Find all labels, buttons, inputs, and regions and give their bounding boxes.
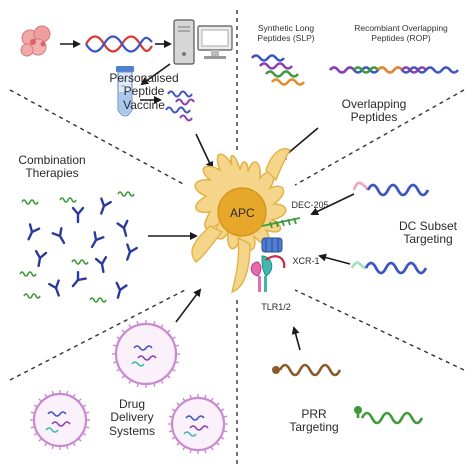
antibody-icon xyxy=(100,197,112,215)
antibody-icon xyxy=(51,227,66,245)
antibody-icon xyxy=(115,281,128,299)
arrow-prr-to-tlr xyxy=(291,326,301,351)
label-rop: Recombiant Overlapping Peptides (ROP) xyxy=(354,23,448,43)
antibody-icon xyxy=(27,223,41,241)
arrow-vaccine-to-apc xyxy=(195,133,214,170)
nanoparticles xyxy=(30,320,228,454)
peptide-squiggle-icon xyxy=(71,259,89,265)
arrow-drug-delivery-to-apc xyxy=(175,288,202,323)
antibody-icon xyxy=(34,250,48,268)
label-prr-targeting: PRR Targeting xyxy=(289,407,339,435)
arrow-dc-to-xcr1 xyxy=(318,253,351,265)
arrow-dc-to-dec205 xyxy=(310,193,355,216)
apc-nucleus xyxy=(217,187,267,237)
nanoparticle-icon xyxy=(112,320,180,388)
apc-cell xyxy=(191,148,291,294)
nanoparticle-icon xyxy=(168,394,228,454)
peptide-squiggle-icon xyxy=(89,297,107,303)
label-apc: APC xyxy=(230,206,255,220)
peptide-squiggle-icon xyxy=(117,191,135,197)
peptide-squiggle-icon xyxy=(19,271,37,277)
peptide-squiggle-icon xyxy=(21,199,39,205)
prr-peptides xyxy=(272,363,424,425)
arrow-computer-to-tube xyxy=(140,63,171,86)
label-tlr: TLR1/2 xyxy=(261,302,291,312)
label-drug-delivery-systems: Drug Delivery Systems xyxy=(108,397,155,438)
label-combination-therapies: Combination Therapies xyxy=(18,153,86,181)
label-personalised-peptide-vaccine: Personalised Peptide Vaccine xyxy=(109,71,179,112)
rop-peptides xyxy=(328,66,460,74)
peptide-squiggle-icon xyxy=(23,293,41,299)
label-dc-subset-targeting: DC Subset Targeting xyxy=(398,219,458,247)
antibody-icon xyxy=(71,270,87,288)
tumor-cells-icon xyxy=(20,25,51,57)
label-slp: Synthetic Long Peptides (SLP) xyxy=(257,23,315,43)
label-xcr1: XCR-1 xyxy=(292,256,320,266)
slp-peptides xyxy=(250,54,306,86)
antibody-icon xyxy=(94,256,108,274)
combination-items xyxy=(19,191,138,303)
peptide-squiggle-icon xyxy=(59,197,77,203)
xcr1-receptor-icon xyxy=(261,237,283,253)
dec205-receptor-icon xyxy=(261,217,301,229)
antibody-icon xyxy=(126,243,138,261)
dc-targeting-peptides xyxy=(350,181,430,275)
section-dividers xyxy=(9,10,465,468)
antibody-icon xyxy=(48,279,60,297)
computer-icon xyxy=(173,19,233,65)
label-dec205: DEC-205 xyxy=(291,200,329,210)
dna-icon xyxy=(85,35,153,53)
label-overlapping-peptides: Overlapping Peptides xyxy=(341,97,407,125)
nanoparticle-icon xyxy=(30,390,90,450)
antibody-icon xyxy=(116,219,129,237)
antibody-icon xyxy=(71,206,85,224)
tlr-receptor-icon xyxy=(250,255,286,292)
personalised-peptides xyxy=(165,90,195,122)
antibody-icon xyxy=(90,231,105,249)
test-tube-icon xyxy=(116,66,134,117)
